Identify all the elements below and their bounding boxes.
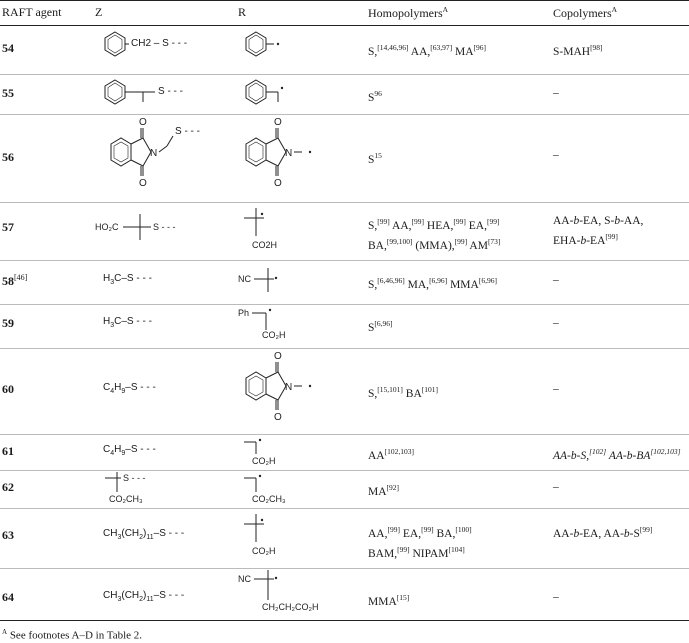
table-row: 63 CH3(CH2)11–S - - - CO₂H AA,[99] EA,[9… [0, 508, 689, 569]
agent-id: 61 [2, 444, 14, 458]
r-structure-phthalimido: O O N [245, 117, 312, 189]
homopolymers-cell: S,[15,101] BA[101] [368, 385, 439, 400]
r-nitrogen: N [285, 382, 292, 393]
z-oxygen-top: O [139, 117, 147, 128]
table-row: 64 CH3(CH2)11–S - - - NC CH₂CH₂CO₂H MMA[… [0, 568, 689, 621]
z-text: H3C–S - - - [103, 273, 152, 286]
r-structure-benzyl [245, 31, 280, 57]
agent-id: 64 [2, 590, 14, 604]
z-structure-benzyl-thio [104, 31, 129, 57]
r-structure-cyano-pentanoic: NC CH₂CH₂CO₂H [238, 570, 318, 612]
r-oxygen-bottom: O [274, 412, 282, 423]
z-oxygen-bottom: O [139, 178, 147, 189]
agent-id: 54 [2, 41, 14, 55]
agent-id: 63 [2, 528, 14, 542]
homopolymers-cell: S,[14,46,96] AA,[63,97] MA[96] [368, 43, 487, 58]
r-oxygen-top: O [274, 351, 282, 362]
homopolymers-cell: AA,[99] EA,[99] BA,[100]BAM,[99] NIPAM[1… [368, 525, 472, 560]
homopolymers-cell: AA[102,103] [368, 447, 414, 462]
homopolymers-cell: S[6,96] [368, 319, 393, 334]
homopolymers-cell: S15 [368, 151, 382, 166]
header-homopolymers: HomopolymersA [368, 5, 449, 20]
table-row: 60 C4H9–S - - - O O N S,[15,101] BA[101]… [0, 348, 689, 435]
r-structure-methyl-propanoate: CO₂CH₃ [244, 474, 286, 504]
r-chain-label: CH₂CH₂CO₂H [262, 602, 318, 612]
homopolymers-cell: S,[99] AA,[99] HEA,[99] EA,[99]BA,[99,10… [368, 217, 501, 252]
copolymers-cell: AA-b-S,[102] AA-b-BA[102,103] [553, 447, 681, 462]
z-text: CH3(CH2)11–S - - - [103, 528, 185, 541]
copolymers-cell: AA-b-EA, AA-b-S[99] [553, 525, 653, 540]
r-co2h-label: CO₂H [252, 456, 276, 466]
r-oxygen-top: O [274, 117, 282, 128]
r-structure-propionic: CO₂H [244, 438, 276, 466]
homopolymers-cell: MA[92] [368, 483, 400, 498]
header-copolymers: CopolymersA [553, 5, 618, 20]
copolymers-cell: S-MAH[98] [553, 43, 603, 58]
copolymers-cell: – [553, 87, 559, 99]
table-footnote: A See footnotes A–D in Table 2. [2, 628, 143, 642]
z-text: S - - - [175, 126, 200, 137]
header-raft-agent: RAFT agent [2, 5, 62, 19]
copolymers-cell: – [553, 481, 559, 493]
agent-id: 57 [2, 220, 14, 234]
r-structure-phenylacetic: Ph CO₂H [238, 308, 286, 340]
r-nc-label: NC [238, 274, 251, 284]
r-co2h-label: CO₂H [252, 546, 276, 556]
z-s-label: S - - - [123, 473, 146, 483]
agent-id: 56 [2, 150, 14, 164]
table-row: 62 S - - - CO₂CH₃ CO₂CH₃ MA[92] – [0, 470, 689, 509]
copolymers-cell: – [553, 274, 559, 286]
agent-id: 62 [2, 480, 14, 494]
r-co2h-label: CO₂H [262, 330, 286, 340]
table-row: 54 CH2 – S - - - S,[14,46,96] AA,[63,97]… [0, 24, 689, 75]
agent-id: 59 [2, 316, 14, 330]
z-text: S - - - [158, 86, 183, 97]
table-row: 58[46] H3C–S - - - NC S,[6,46,96] MA,[6,… [0, 260, 689, 305]
z-ho2c-label: HO₂C [95, 222, 119, 232]
r-nc-label: NC [238, 574, 251, 584]
z-s-label: S - - - [153, 222, 176, 232]
r-structure-phenylethyl [245, 79, 284, 105]
copolymers-cell: – [553, 383, 559, 395]
homopolymers-cell: S,[6,46,96] MA,[6,96] MMA[6,96] [368, 276, 497, 291]
z-structure-methyl-propanoate-thio: S - - - CO₂CH₃ [105, 472, 146, 504]
r-structure-phthalimido: O O N [245, 351, 312, 423]
copolymers-cell: – [553, 149, 559, 161]
z-nitrogen: N [150, 148, 157, 159]
agent-id: 55 [2, 86, 14, 100]
homopolymers-cell: S96 [368, 89, 382, 104]
copolymers-cell: AA-b-EA, S-b-AA,EHA-b-EA[99] [553, 215, 644, 247]
z-structure-carboxy-isopropyl-thio: HO₂C S - - - [95, 214, 176, 240]
header-z: Z [95, 5, 103, 19]
r-structure-cyano-isopropyl: NC [238, 268, 278, 292]
agent-id: 58[46] [2, 273, 28, 288]
agent-id: 60 [2, 382, 14, 396]
z-text: C4H9–S - - - [103, 382, 156, 395]
r-ph-label: Ph [238, 308, 249, 318]
r-structure-carboxy-isopropyl: CO₂H [244, 514, 276, 556]
r-co2ch3-label: CO₂CH₃ [252, 494, 286, 504]
homopolymers-cell: MMA[15] [368, 593, 410, 608]
r-oxygen-bottom: O [274, 178, 282, 189]
z-structure-phthalimidomethyl-thio: O O N [110, 117, 174, 189]
r-co2h-label: CO2H [252, 240, 277, 250]
z-text: CH2 – S - - - [131, 38, 188, 49]
table-row: 61 C4H9–S - - - CO₂H AA[102,103] AA-b-S,… [0, 434, 689, 471]
r-nitrogen: N [285, 148, 292, 159]
z-structure-phenylethyl-thio [104, 79, 155, 105]
table-row: 57 HO₂C S - - - CO2H S,[99] AA,[99] HEA,… [0, 202, 689, 261]
copolymers-cell: – [553, 591, 559, 603]
table-row: 59 H3C–S - - - Ph CO₂H S[6,96] – [0, 304, 689, 349]
table-header: RAFT agent Z R HomopolymersA CopolymersA [0, 0, 689, 26]
z-text: H3C–S - - - [103, 316, 152, 329]
z-text: C4H9–S - - - [103, 444, 156, 457]
table-row: 55 S - - - S96 – [0, 74, 689, 115]
copolymers-cell: – [553, 317, 559, 329]
header-r: R [238, 5, 247, 19]
r-structure-carboxy-isopropyl: CO2H [244, 208, 277, 250]
z-co2ch3-label: CO₂CH₃ [109, 494, 143, 504]
z-text: CH3(CH2)11–S - - - [103, 590, 185, 603]
table-row: 56 O O N S - - - [0, 114, 689, 203]
